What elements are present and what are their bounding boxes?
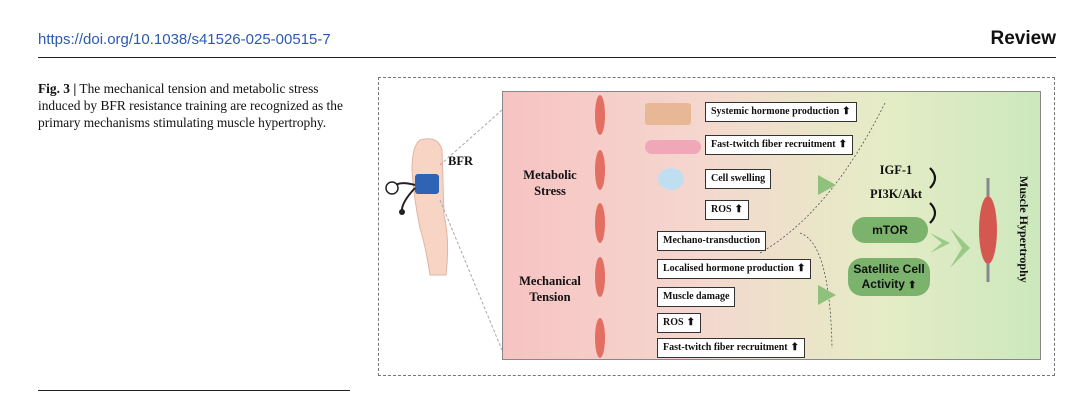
- gauge-icon: [385, 181, 399, 195]
- box-ros-mechanical: ROS: [657, 313, 701, 333]
- cell-icon: [658, 168, 684, 190]
- caption-text: The mechanical tension and metabolic str…: [38, 81, 343, 130]
- doi-link[interactable]: https://doi.org/10.1038/s41526-025-00515…: [38, 31, 331, 48]
- box-muscle-damage: Muscle damage: [657, 287, 736, 307]
- flow-arrows: [759, 102, 970, 349]
- connector-lines: [439, 110, 503, 350]
- box-fast-twitch-metabolic: Fast-twitch fiber recruitment: [705, 135, 853, 155]
- pi3k-label: PI3K/Akt: [869, 187, 923, 201]
- muscle-cells: [595, 95, 605, 358]
- mtor-pill: mTOR: [852, 217, 928, 243]
- box-mechano-transduction: Mechano-transduction: [657, 231, 767, 251]
- outcome-label: Muscle Hypertrophy: [1017, 176, 1031, 283]
- arm-illustration: [385, 138, 449, 276]
- box-localised-hormone: Localised hormone production: [657, 259, 812, 279]
- top-rule: [38, 57, 1056, 58]
- fiber-icon: [645, 140, 701, 154]
- figure-caption: Fig. 3 | The mechanical tension and meta…: [38, 80, 358, 131]
- muscle-icon: [979, 178, 997, 282]
- box-cell-swelling: Cell swelling: [705, 169, 772, 189]
- tissue-icon: [645, 103, 691, 125]
- box-fast-twitch-mechanical: Fast-twitch fiber recruitment: [657, 338, 805, 358]
- bottom-rule: [38, 390, 350, 391]
- igf-label: IGF-1: [879, 163, 913, 177]
- article-type-label: Review: [990, 28, 1056, 49]
- figure-frame: [378, 77, 1055, 376]
- bfr-label: BFR: [448, 154, 473, 168]
- figure-label: Fig. 3 |: [38, 81, 77, 96]
- box-systemic-hormone: Systemic hormone production: [705, 102, 857, 122]
- box-ros-metabolic: ROS: [705, 200, 749, 220]
